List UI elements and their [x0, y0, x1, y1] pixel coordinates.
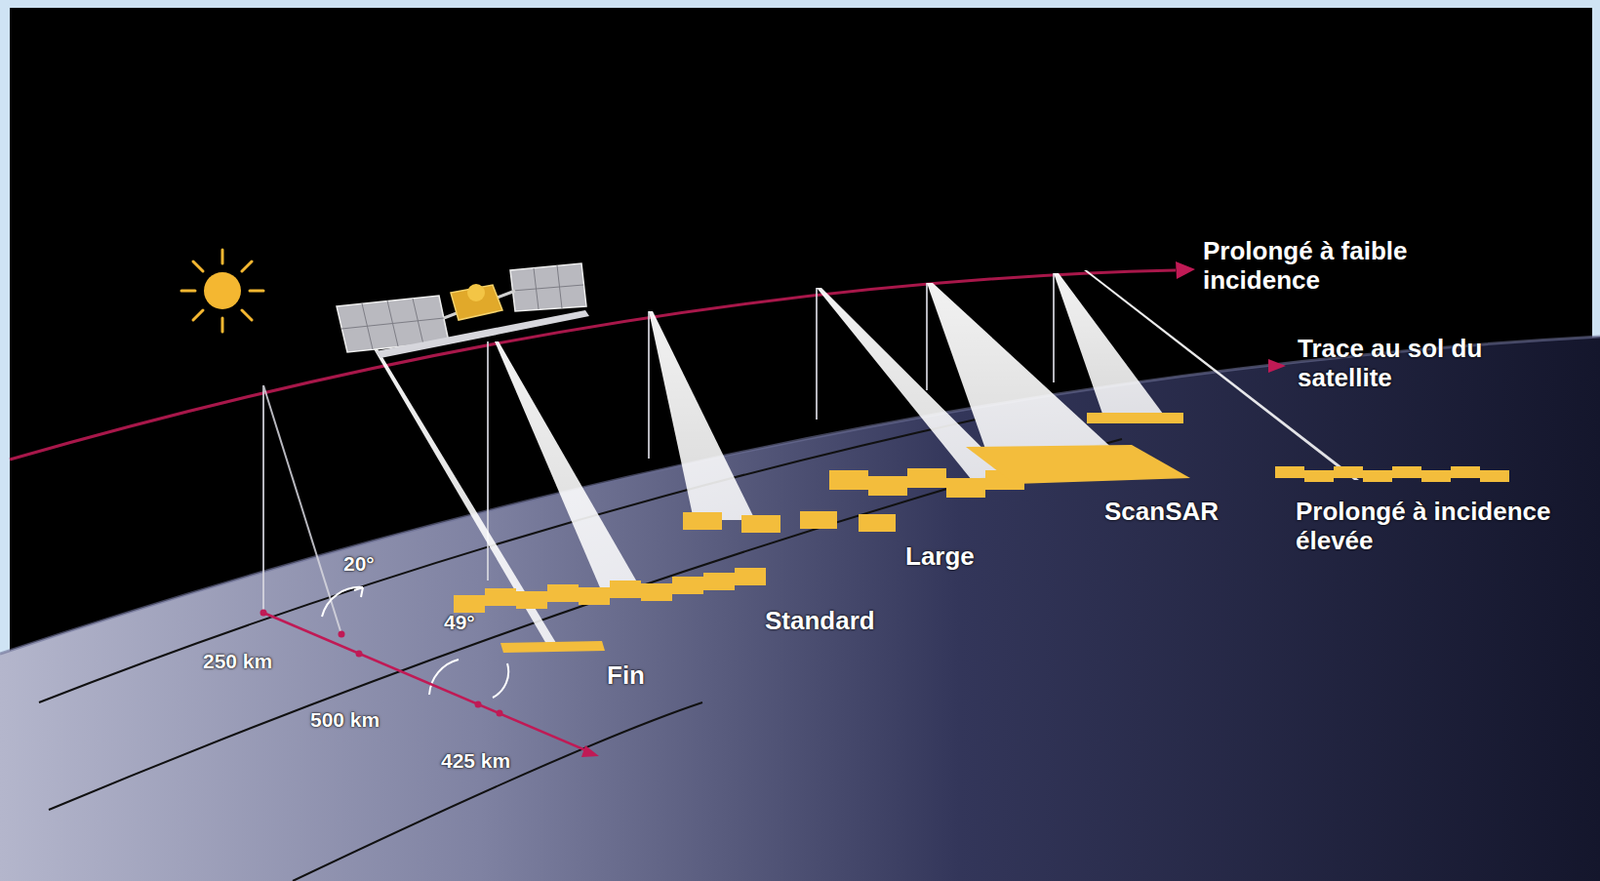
dimension-label: 250 km — [202, 649, 273, 674]
mode-label: Large — [905, 542, 975, 572]
mode-label: Fin — [606, 661, 645, 691]
ground-track — [39, 419, 976, 703]
radar-beams — [372, 270, 1360, 644]
ground-track — [292, 702, 703, 881]
orbit-arrowhead — [1175, 261, 1196, 280]
mode-label: Standard — [764, 606, 876, 637]
earth-surface — [0, 336, 1600, 881]
dimension-label: 500 km — [310, 708, 380, 732]
angle-label: 49° — [443, 610, 476, 635]
satellite-icon — [336, 263, 590, 359]
angle-arc — [492, 663, 509, 698]
angle-arc — [321, 587, 363, 617]
mode-label: Prolongé à faible incidence — [1202, 237, 1486, 296]
pointer-arrowhead — [1268, 359, 1286, 373]
angle-label: 20° — [343, 552, 375, 576]
track-label: Trace au sol du satellite — [1297, 334, 1493, 394]
dimension-label: 425 km — [440, 749, 511, 773]
mode-label: Prolongé à incidence élevée — [1295, 497, 1579, 557]
sun-icon — [181, 249, 264, 332]
nadir-lines — [263, 273, 1054, 635]
angle-arc — [354, 587, 363, 598]
mode-label: ScanSAR — [1104, 497, 1219, 527]
